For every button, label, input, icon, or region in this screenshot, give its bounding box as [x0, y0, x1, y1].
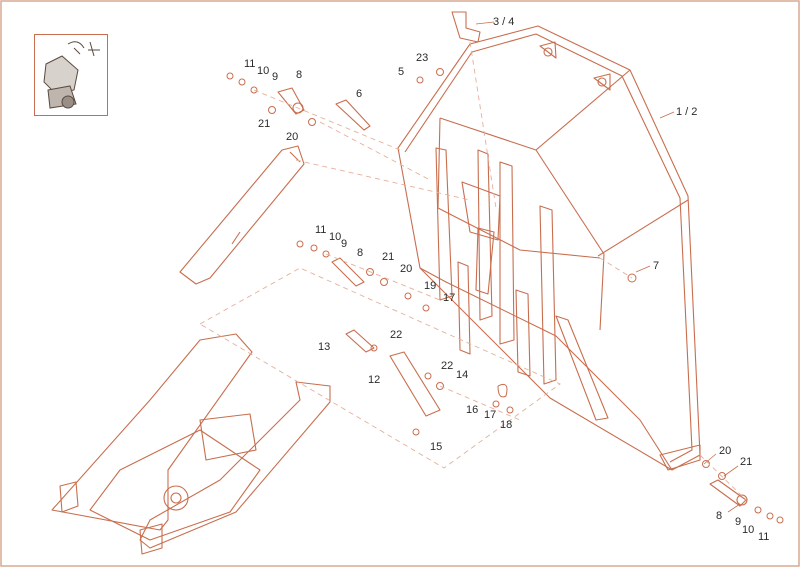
part-label-22: 22 — [441, 360, 454, 372]
part-label-1-2: 1 / 2 — [676, 106, 698, 118]
chassis-frame — [51, 333, 331, 555]
left-pin-set — [277, 87, 441, 417]
right-pin-set — [709, 479, 748, 507]
part-label-7: 7 — [653, 260, 660, 272]
part-label-8: 8 — [296, 69, 303, 81]
part-label-8: 8 — [357, 247, 364, 259]
part-label-18: 18 — [500, 419, 513, 431]
machine-overview-icon — [34, 34, 108, 116]
part-label-19: 19 — [424, 280, 437, 292]
lift-cylinder — [179, 145, 305, 285]
hopper-slats — [435, 147, 609, 421]
part-label-11: 11 — [244, 58, 256, 70]
part-label-11: 11 — [315, 224, 327, 236]
fasteners — [226, 68, 784, 524]
part-label-11: 11 — [758, 531, 770, 543]
part-label-15: 15 — [430, 441, 443, 453]
part-label-22: 22 — [390, 329, 403, 341]
part-label-21: 21 — [258, 118, 271, 130]
part-label-10: 10 — [742, 524, 755, 536]
part-label-13: 13 — [318, 341, 331, 353]
part-label-5: 5 — [398, 66, 405, 78]
part-label-8: 8 — [716, 510, 723, 522]
part-label-16: 16 — [466, 404, 479, 416]
part-label-21: 21 — [740, 456, 753, 468]
hopper-body — [397, 25, 701, 471]
part-label-12: 12 — [368, 374, 381, 386]
part-label-14: 14 — [456, 369, 469, 381]
dash-box — [199, 267, 561, 469]
part-label-17: 17 — [484, 409, 497, 421]
part-label-20: 20 — [286, 131, 299, 143]
part-label-10: 10 — [257, 65, 270, 77]
part-label-20: 20 — [719, 445, 732, 457]
part-label-3-4: 3 / 4 — [493, 16, 515, 28]
part-label-9: 9 — [272, 71, 279, 83]
part-label-9: 9 — [341, 238, 348, 250]
part-label-9: 9 — [735, 516, 742, 528]
part-3-4 — [451, 11, 481, 43]
part-label-17: 17 — [443, 292, 456, 304]
part-label-20: 20 — [400, 263, 413, 275]
part-label-6: 6 — [356, 88, 363, 100]
part-label-21: 21 — [382, 251, 395, 263]
part-label-23: 23 — [416, 52, 429, 64]
part-label-10: 10 — [329, 231, 342, 243]
